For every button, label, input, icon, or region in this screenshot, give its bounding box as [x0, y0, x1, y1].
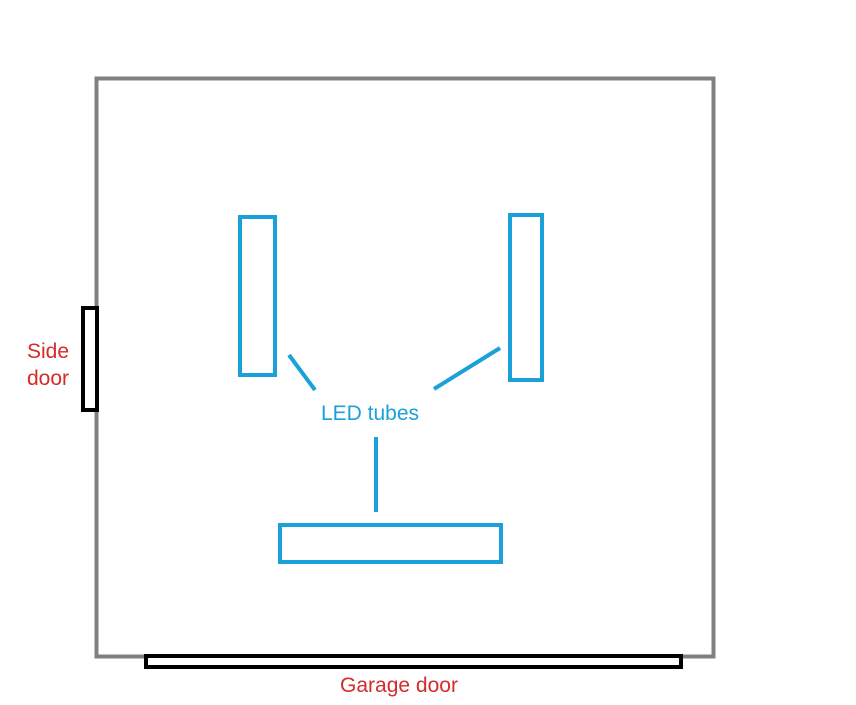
garage-door-label: Garage door	[340, 674, 458, 697]
led-tube-left	[238, 215, 277, 377]
led-tube-right	[508, 213, 544, 382]
side-door-label-line1: Side	[27, 340, 69, 363]
side-door-label-line2: door	[27, 367, 69, 390]
pointer-line-right	[432, 346, 502, 391]
room-wall-outline	[94, 76, 716, 659]
led-tube-bottom	[278, 523, 503, 564]
garage-door	[144, 654, 683, 669]
pointer-line-left	[287, 353, 317, 392]
side-door	[81, 306, 99, 412]
led-tubes-label: LED tubes	[321, 402, 419, 425]
